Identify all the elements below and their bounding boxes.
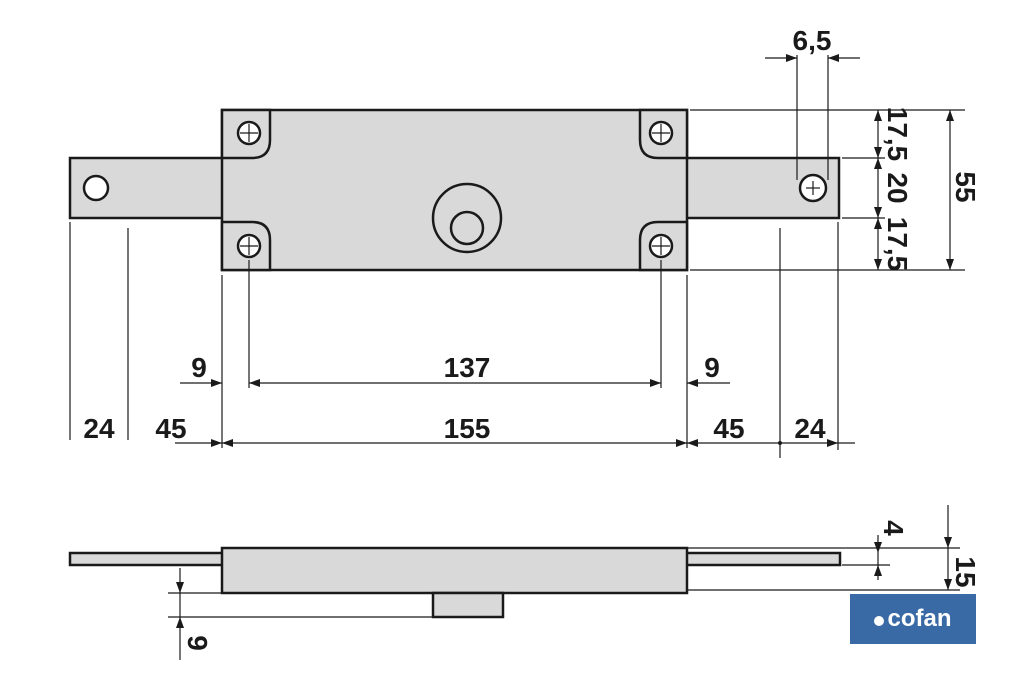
cylinder-inner xyxy=(449,210,485,246)
side-cylinder xyxy=(431,591,505,619)
side-extension-lines xyxy=(168,547,960,618)
dim-right-tab-length: 45 xyxy=(713,413,744,444)
dim-left-tab-hole: 24 xyxy=(83,413,115,444)
dim-top-width: 6,5 xyxy=(793,25,832,56)
dim-left-tab-length: 45 xyxy=(155,413,186,444)
side-dimension-lines xyxy=(176,505,952,660)
side-body xyxy=(220,546,689,595)
dim-cylinder-height: 9 xyxy=(182,635,213,651)
dim-lower-offset: 17,5 xyxy=(882,217,913,272)
dim-body-length: 155 xyxy=(444,413,491,444)
logo-text: cofan xyxy=(887,605,952,632)
left-tab-hole xyxy=(82,174,110,202)
dim-hole-spacing: 137 xyxy=(444,352,491,383)
dim-total-thickness: 15 xyxy=(950,556,981,587)
screw-holes xyxy=(220,108,689,272)
brand-logo: cofan xyxy=(850,594,976,644)
dim-tab-thickness: 4 xyxy=(878,520,909,536)
extension-lines xyxy=(69,55,965,458)
logo-dot-icon xyxy=(874,616,885,626)
dim-upper-offset: 17,5 xyxy=(882,107,913,162)
dim-middle-span: 20 xyxy=(882,172,913,203)
dim-right-hole-margin: 9 xyxy=(704,352,720,383)
dimension-lines xyxy=(175,54,954,447)
dim-body-height: 55 xyxy=(950,171,981,202)
dim-right-tab-hole: 24 xyxy=(794,413,826,444)
dim-left-hole-margin: 9 xyxy=(191,352,207,383)
